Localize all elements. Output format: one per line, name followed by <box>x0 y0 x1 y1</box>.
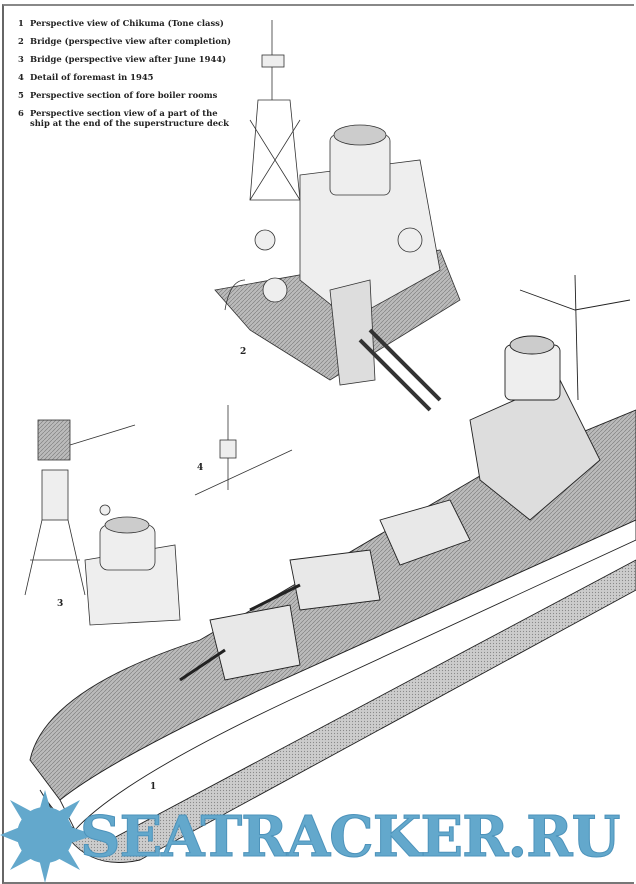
caption-text: Bridge (perspective view after completio… <box>30 36 232 46</box>
figure-label-2: 2 <box>240 347 247 357</box>
bridge-drawing-fig2 <box>214 20 461 412</box>
figure-label-4: 4 <box>197 463 204 473</box>
caption-text: Perspective view of Chikuma (Tone class) <box>30 18 224 28</box>
caption-text: Perspective section of fore boiler rooms <box>30 90 218 100</box>
ship-drawing-fig1 <box>29 274 636 863</box>
foremast-drawing-fig4 <box>194 405 293 496</box>
caption-text: Bridge (perspective view after June 1944… <box>30 54 227 64</box>
watermark-sun-logo <box>0 790 95 883</box>
caption-text: Perspective section view of a part of th… <box>30 108 229 128</box>
figure-label-3: 3 <box>57 599 64 609</box>
bridge-drawing-fig3 <box>24 419 181 626</box>
figure-label-1: 1 <box>150 782 157 792</box>
caption-text: Detail of foremast in 1945 <box>30 72 154 82</box>
watermark-text: SEATRACKER.RU <box>80 804 622 870</box>
